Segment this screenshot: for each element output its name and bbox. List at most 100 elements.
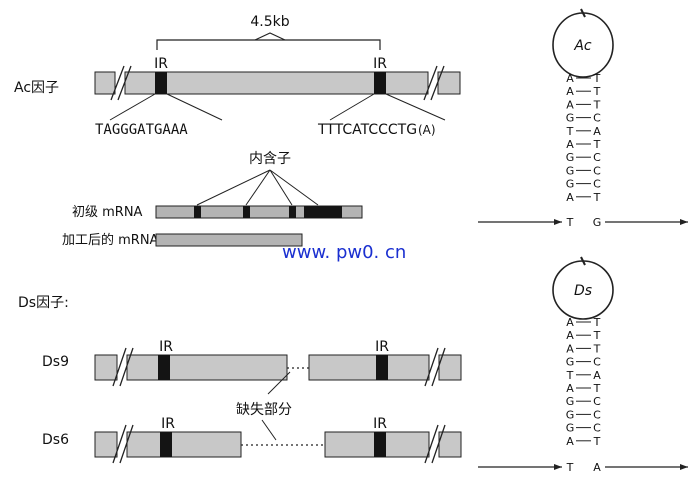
loop-tick	[580, 8, 586, 18]
base-left: A	[566, 382, 574, 395]
intron-block	[304, 206, 342, 218]
intron-pointer-lines	[196, 169, 319, 206]
base-right: C	[593, 356, 601, 369]
deletion-pointer	[261, 419, 277, 441]
break-mark	[119, 424, 134, 464]
ds9-ir-right-block	[376, 355, 388, 380]
ds-label: Ds因子:	[18, 295, 69, 311]
base-right: C	[593, 422, 601, 435]
ac-label: Ac因子	[14, 80, 59, 96]
ac-ir-right-block	[374, 72, 386, 94]
break-mark	[117, 65, 132, 101]
break-mark	[112, 347, 127, 387]
base-left: G	[566, 178, 575, 191]
ds9-label: Ds9	[42, 354, 69, 370]
base-right: C	[593, 151, 601, 164]
base-left: A	[566, 138, 574, 151]
ds9-ir-right-label: IR	[375, 339, 389, 355]
break-mark	[431, 347, 446, 387]
base-left: G	[566, 112, 575, 125]
base-left: A	[566, 98, 574, 111]
base-right: A	[593, 369, 601, 382]
base-left: A	[566, 85, 574, 98]
ac-ir-left-label: IR	[154, 56, 168, 72]
base-right: T	[593, 435, 601, 448]
tail-base-right: G	[593, 216, 602, 229]
ds6-flank-right	[438, 431, 462, 458]
base-right: C	[593, 164, 601, 177]
deletion-label: 缺失部分	[236, 402, 292, 418]
ac-flank-right-outer	[437, 71, 461, 95]
ds6-ir-left-label: IR	[161, 416, 175, 432]
ac-ir-right-label: IR	[373, 56, 387, 72]
processed-mrna-label: 加工后的 mRNA	[62, 232, 159, 248]
base-left: G	[566, 408, 575, 421]
ac-seq-left: TAGGGATGAAA	[95, 122, 188, 138]
ac-flank-left-outer	[94, 71, 116, 95]
ds9-element: Ds9 IR IR	[42, 339, 462, 387]
base-left: G	[566, 164, 575, 177]
break-mark	[112, 424, 127, 464]
base-right: T	[593, 329, 601, 342]
primary-mrna-label: 初级 mRNA	[72, 205, 143, 220]
watermark-text: www. pw0. cn	[282, 242, 406, 263]
break-mark	[110, 65, 125, 101]
processed-mrna-bar	[155, 233, 303, 247]
ds9-segment-right	[308, 354, 430, 381]
base-right: C	[593, 395, 601, 408]
ds9-segment-left	[126, 354, 288, 381]
base-left: T	[566, 369, 574, 382]
base-left: A	[566, 316, 574, 329]
tail-base-left: T	[566, 216, 574, 229]
loop-tick	[580, 256, 586, 266]
base-right: T	[593, 382, 601, 395]
intron-block	[243, 206, 250, 218]
ac-seq-right-tail: (A)	[418, 123, 436, 137]
base-right: C	[593, 178, 601, 191]
base-left: G	[566, 395, 575, 408]
ds6-ir-right-block	[374, 432, 386, 457]
ds6-label: Ds6	[42, 432, 69, 448]
base-left: A	[566, 191, 574, 204]
break-mark	[119, 347, 134, 387]
ds6-element: Ds6 IR IR	[42, 416, 462, 464]
base-left: G	[566, 422, 575, 435]
arrow-right-icon	[554, 219, 562, 225]
base-right: T	[593, 98, 601, 111]
base-left: A	[566, 72, 574, 85]
tail-base-left: T	[566, 461, 574, 474]
base-right: T	[593, 138, 601, 151]
ac-size-bracket: 4.5kb	[156, 14, 381, 50]
hairpin-loop-label: Ac	[573, 38, 592, 54]
base-right: T	[593, 342, 601, 355]
ac-zoom-left	[109, 93, 223, 121]
base-right: T	[593, 316, 601, 329]
break-mark	[431, 424, 446, 464]
base-left: A	[566, 435, 574, 448]
ds9-flank-right	[438, 354, 462, 381]
intron-label: 内含子	[249, 151, 291, 167]
base-right: C	[593, 408, 601, 421]
base-left: G	[566, 151, 575, 164]
ds9-flank-left	[94, 354, 118, 381]
base-right: T	[593, 85, 601, 98]
deletion-pointer	[267, 371, 291, 395]
ds6-segment-left	[126, 431, 242, 458]
ds-section: Ds因子: Ds9 IR IR 缺失部分 Ds6	[18, 295, 462, 464]
arrow-right-icon	[680, 464, 688, 470]
ds6-ir-right-label: IR	[373, 416, 387, 432]
base-left: A	[566, 329, 574, 342]
ac-size-label: 4.5kb	[250, 14, 289, 30]
ac-element: Ac因子 4.5kb IR IR TAGGGATGAAA TTTCATCCCTG…	[14, 14, 461, 138]
intron-block	[194, 206, 201, 218]
ds6-flank-left	[94, 431, 118, 458]
ac-zoom-right	[329, 93, 446, 121]
hairpin-loop-label: Ds	[574, 283, 592, 299]
base-left: G	[566, 356, 575, 369]
break-mark	[430, 65, 445, 101]
bracket-peak	[254, 32, 286, 41]
break-mark	[424, 347, 439, 387]
